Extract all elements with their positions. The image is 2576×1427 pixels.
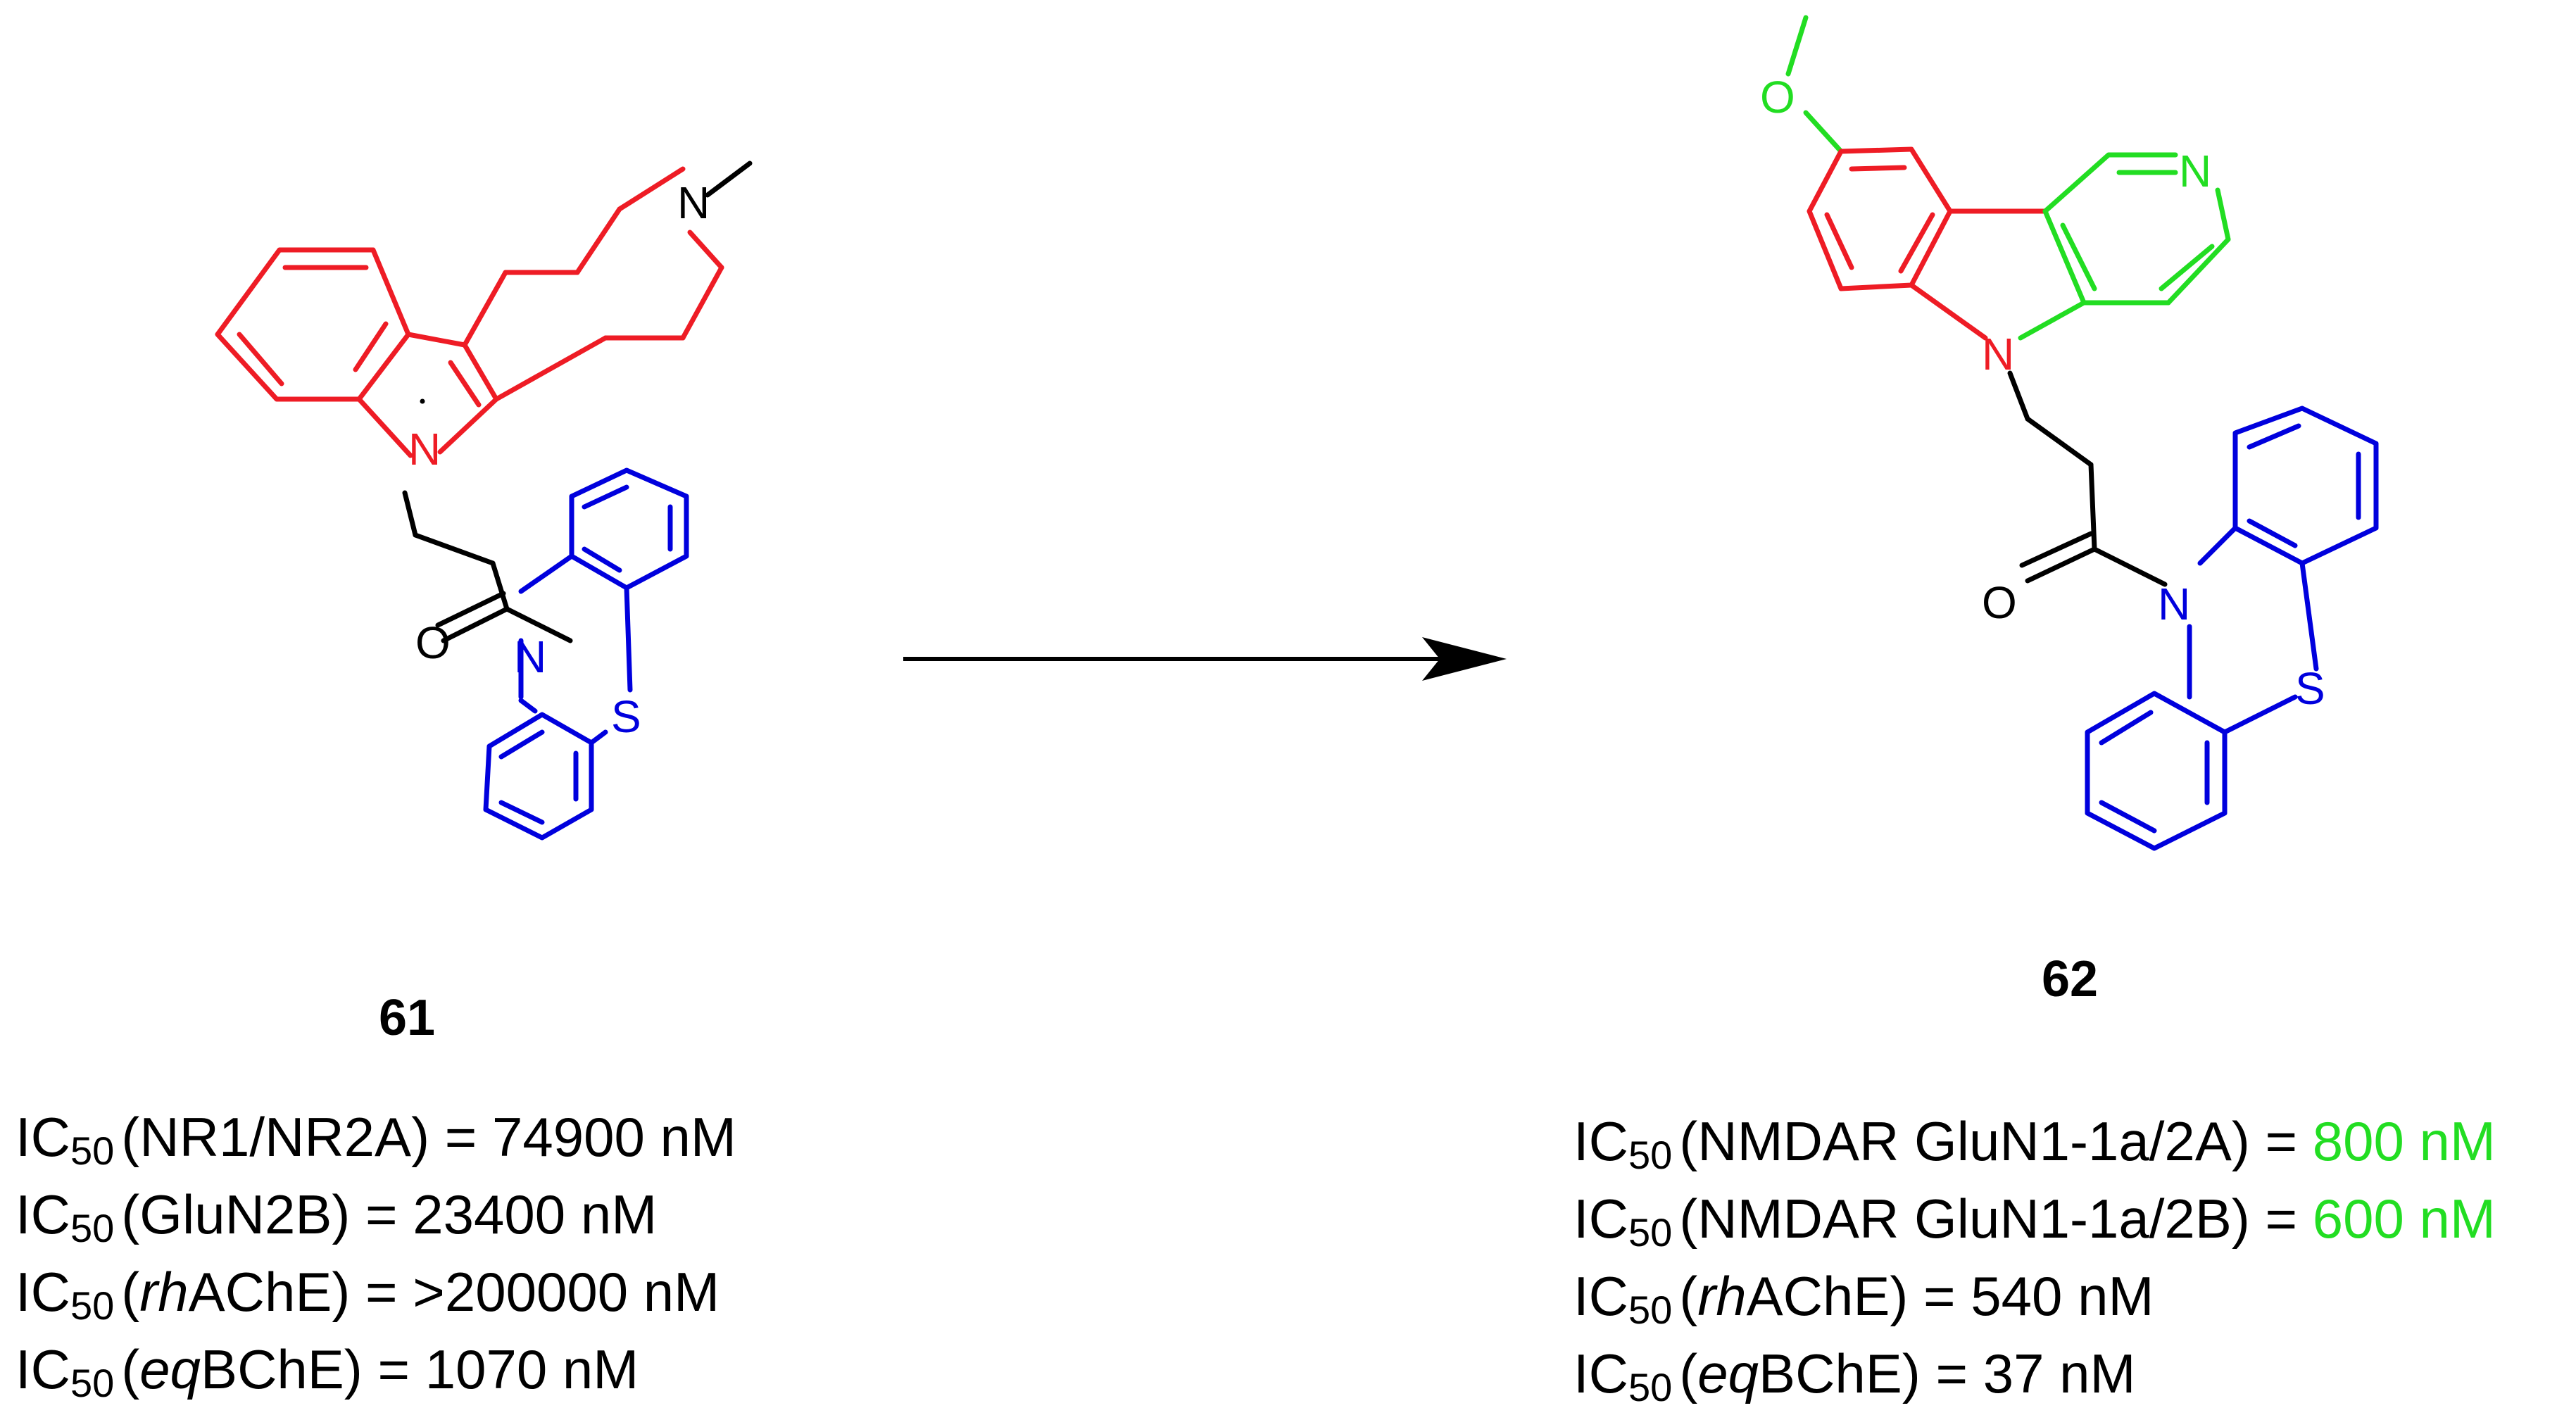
equals-sign: ) = xyxy=(2231,1110,2313,1172)
ic-label: IC xyxy=(1573,1188,1628,1250)
target-name: GluN2B xyxy=(139,1183,332,1245)
ic-label: IC xyxy=(15,1106,70,1168)
equals-sign: ) = xyxy=(332,1261,413,1323)
62-atom-s: S xyxy=(2295,663,2325,714)
62-methoxy xyxy=(1785,15,1844,154)
62-phenothiazine xyxy=(2085,406,2379,851)
species-prefix: eq xyxy=(139,1338,201,1400)
equals-sign: ) = xyxy=(1902,1343,1983,1404)
61-atom-n-phenothiazine: N xyxy=(514,631,546,682)
open-paren: ( xyxy=(121,1338,140,1400)
ic-label: IC xyxy=(15,1338,70,1400)
ic-subscript: 50 xyxy=(1628,1210,1673,1255)
activity-row: IC50(NR1/NR2A) = 74900 nM xyxy=(15,1098,736,1176)
61-atom-o: O xyxy=(415,617,451,668)
equals-sign: ) = xyxy=(2231,1188,2313,1250)
compound-61-structure xyxy=(215,161,753,841)
compound-62-id: 62 xyxy=(2042,951,2099,1007)
62-indole-benzene xyxy=(1807,146,2048,341)
ic50-value: 1070 nM xyxy=(425,1338,639,1400)
open-paren: ( xyxy=(1679,1265,1698,1327)
ic50-value: 23400 nM xyxy=(413,1183,658,1245)
61-atom-s: S xyxy=(611,691,641,742)
ic-label: IC xyxy=(15,1183,70,1245)
activity-row: IC50(eqBChE) = 37 nM xyxy=(1573,1335,2496,1412)
species-prefix: rh xyxy=(1697,1265,1747,1327)
target-name: AChE xyxy=(188,1261,332,1323)
open-paren: ( xyxy=(121,1261,140,1323)
61-atom-n-methyl: N xyxy=(677,177,710,228)
ic-label: IC xyxy=(1573,1110,1628,1172)
target-name: NMDAR GluN1-1a/2A xyxy=(1697,1110,2232,1172)
open-paren: ( xyxy=(1679,1343,1698,1404)
62-linker xyxy=(2007,370,2168,587)
ic50-value: >200000 nM xyxy=(413,1261,720,1323)
61-atom-n-indole: N xyxy=(408,424,441,474)
ic50-value: 800 nM xyxy=(2312,1110,2496,1172)
ic-subscript: 50 xyxy=(70,1129,115,1173)
open-paren: ( xyxy=(121,1183,140,1245)
62-atom-o-methoxy: O xyxy=(1760,72,1795,122)
compound-61-id: 61 xyxy=(379,990,436,1046)
62-atom-o: O xyxy=(1982,577,2017,628)
62-pyridine-ring xyxy=(2018,152,2231,341)
ic-subscript: 50 xyxy=(1628,1288,1673,1332)
equals-sign: ) = xyxy=(411,1106,492,1168)
activity-row: IC50(GluN2B) = 23400 nM xyxy=(15,1176,736,1253)
target-name: BChE xyxy=(201,1338,344,1400)
ic50-value: 37 nM xyxy=(1983,1343,2136,1404)
62-atom-n-phenothiazine: N xyxy=(2158,579,2190,629)
ic50-value: 600 nM xyxy=(2312,1188,2496,1250)
ic-subscript: 50 xyxy=(1628,1133,1673,1177)
ic50-value: 540 nM xyxy=(1971,1265,2154,1327)
open-paren: ( xyxy=(1679,1188,1698,1250)
activity-row: IC50(eqBChE) = 1070 nM xyxy=(15,1331,736,1408)
ic-subscript: 50 xyxy=(70,1283,115,1328)
62-atom-n-pyridine: N xyxy=(2179,146,2211,196)
activity-row: IC50(rhAChE) = 540 nM xyxy=(1573,1257,2496,1335)
61-carboline-core xyxy=(215,166,724,458)
ic-subscript: 50 xyxy=(1628,1365,1673,1409)
ic-subscript: 50 xyxy=(70,1206,115,1250)
compound-62-structure xyxy=(1785,15,2379,851)
61-phenothiazine xyxy=(483,467,689,841)
ic-label: IC xyxy=(1573,1343,1628,1404)
equals-sign: ) = xyxy=(1890,1265,1971,1327)
ic-label: IC xyxy=(1573,1265,1628,1327)
open-paren: ( xyxy=(121,1106,140,1168)
species-prefix: rh xyxy=(139,1261,189,1323)
open-paren: ( xyxy=(1679,1110,1698,1172)
species-prefix: eq xyxy=(1697,1343,1759,1404)
target-name: NMDAR GluN1-1a/2B xyxy=(1697,1188,2232,1250)
target-name: NR1/NR2A xyxy=(139,1106,412,1168)
target-name: BChE xyxy=(1759,1343,1902,1404)
ic-subscript: 50 xyxy=(70,1361,115,1405)
equals-sign: ) = xyxy=(344,1338,425,1400)
activity-row: IC50(rhAChE) = >200000 nM xyxy=(15,1253,736,1331)
activity-row: IC50(NMDAR GluN1-1a/2A) = 800 nM xyxy=(1573,1102,2496,1180)
activity-row: IC50(NMDAR GluN1-1a/2B) = 600 nM xyxy=(1573,1180,2496,1257)
ic-label: IC xyxy=(15,1261,70,1323)
62-atom-n-indole: N xyxy=(1982,329,2014,379)
reaction-arrow xyxy=(903,637,1507,681)
ic50-value: 74900 nM xyxy=(491,1106,736,1168)
target-name: AChE xyxy=(1746,1265,1890,1327)
equals-sign: ) = xyxy=(332,1183,413,1245)
61-linker xyxy=(402,161,753,643)
